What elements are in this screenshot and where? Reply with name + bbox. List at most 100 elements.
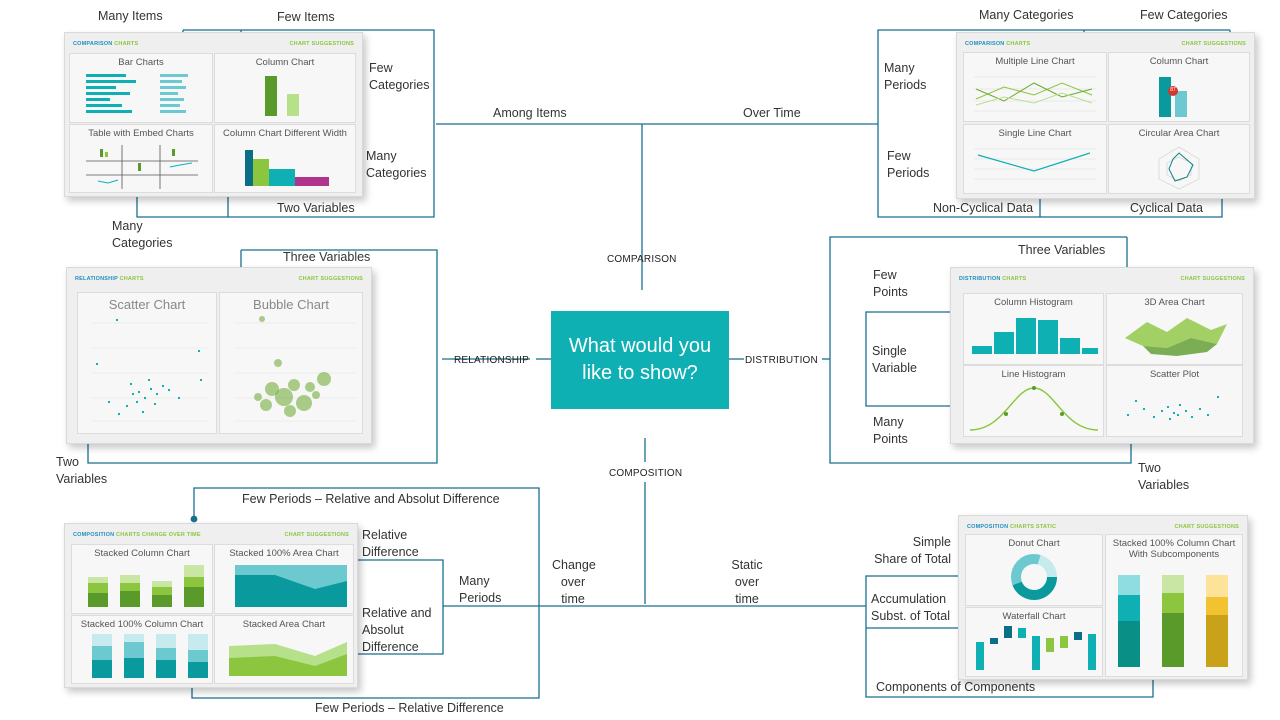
card-header-left-a: DISTRIBUTION (959, 276, 1003, 282)
label-few-categories-line-2: Categories (369, 78, 430, 92)
label-change-over-time: Change over time (552, 557, 596, 608)
card-header: DISTRIBUTION CHARTS CHART SUGGESTIONS (959, 276, 1245, 288)
waterfall-thumbnail (976, 626, 1096, 670)
card-header-left-a: COMPOSITION (967, 524, 1011, 530)
label-over-time: Over Time (743, 106, 801, 120)
card-comparison-items: COMPARISON CHARTS CHART SUGGESTIONS Bar … (64, 32, 363, 197)
label-few-periods-relative-absolute: Few Periods – Relative and Absolut Diffe… (242, 492, 500, 506)
panel-stacked-100-subcomponents: Stacked 100% Column Chart With Subcompon… (1105, 534, 1243, 677)
label-components-of-components: Components of Components (876, 680, 1036, 694)
circular-area-thumbnail (1158, 146, 1200, 190)
card-header-left: COMPOSITION CHARTS STATIC (967, 524, 1056, 530)
label-two-variables-distribution-line-2: Variables (1138, 478, 1190, 492)
label-relative-and-absolute-line-2: Absolut (362, 623, 404, 637)
card-header-right: CHART SUGGESTIONS (1174, 524, 1239, 530)
label-many-periods-composition-line-2: Periods (459, 591, 502, 605)
card-header: COMPOSITION CHARTS CHANGE OVER TIME CHAR… (73, 532, 349, 544)
card-header: COMPARISON CHARTS CHART SUGGESTIONS (965, 41, 1246, 53)
multiple-line-thumbnail (974, 76, 1096, 112)
label-among-items: Among Items (493, 106, 567, 120)
label-accumulation-line-2: Subst. of Total (871, 609, 950, 623)
card-header-left-b: CHARTS STATIC (1010, 524, 1057, 530)
panel-donut-chart: Donut Chart (965, 534, 1103, 606)
panel-title: Single Line Chart (998, 128, 1072, 139)
card-header-left: COMPARISON CHARTS (965, 41, 1030, 47)
label-simple-share-line-1: Simple (912, 535, 951, 549)
label-change-over-time-line-1: Change (552, 558, 596, 572)
card-distribution: DISTRIBUTION CHARTS CHART SUGGESTIONS Co… (950, 267, 1254, 444)
panel-bar-charts: Bar Charts (69, 53, 213, 123)
3d-area-thumbnail (1125, 318, 1227, 356)
card-header: COMPARISON CHARTS CHART SUGGESTIONS (73, 41, 354, 53)
label-many-categories-right: Many Categories (366, 148, 426, 182)
panel-title: Bar Charts (118, 57, 164, 68)
label-relative-difference-line-1: Relative (362, 528, 408, 542)
panel-single-line-chart: Single Line Chart (963, 124, 1107, 194)
label-many-periods-composition-line-1: Many (459, 574, 490, 588)
category-relationship: RELATIONSHIP (454, 355, 530, 366)
card-header-left: DISTRIBUTION CHARTS (959, 276, 1026, 282)
label-two-variables-distribution-line-1: Two (1138, 461, 1161, 475)
stacked-100-column-thumbnail (92, 634, 208, 678)
label-cyclical-data: Cyclical Data (1130, 201, 1203, 215)
category-comparison: COMPARISON (607, 254, 677, 265)
panel-title: Stacked Area Chart (242, 619, 326, 630)
card-header-left: RELATIONSHIP CHARTS (75, 276, 144, 282)
panel-title: Scatter Chart (108, 297, 186, 312)
card-header-left-a: COMPARISON (965, 41, 1007, 47)
label-many-items: Many Items (98, 9, 163, 23)
panel-title: Column Histogram (994, 297, 1073, 308)
label-few-periods-comparison-line-1: Few (887, 149, 911, 163)
card-header-left-a: RELATIONSHIP (75, 276, 120, 282)
card-header: RELATIONSHIP CHARTS CHART SUGGESTIONS (75, 276, 363, 288)
card-header-left-b: CHARTS (1006, 41, 1031, 47)
label-relative-and-absolute: Relative and Absolut Difference (362, 605, 432, 656)
label-accumulation-line-1: Accumulation (871, 592, 947, 606)
panel-stacked-100-area-chart: Stacked 100% Area Chart (214, 544, 354, 614)
card-header-right: CHART SUGGESTIONS (284, 532, 349, 538)
panel-column-histogram: Column Histogram (963, 293, 1104, 365)
card-header-left: COMPARISON CHARTS (73, 41, 138, 47)
panel-title-line-2: With Subcomponents (1128, 549, 1220, 560)
panel-title: Column Chart (1149, 56, 1209, 67)
scatter-plot-thumbnail (1127, 396, 1219, 420)
panel-title: Column Chart Different Width (223, 128, 347, 139)
card-header-right: CHART SUGGESTIONS (289, 41, 354, 47)
card-composition-static: COMPOSITION CHARTS STATIC CHART SUGGESTI… (958, 515, 1248, 680)
label-non-cyclical-data: Non-Cyclical Data (933, 201, 1034, 215)
panel-title: Multiple Line Chart (995, 56, 1075, 67)
label-three-variables-distribution: Three Variables (1018, 243, 1106, 257)
panel-stacked-area-chart: Stacked Area Chart (214, 615, 354, 684)
panel-title: Circular Area Chart (1138, 128, 1220, 139)
panel-title: Stacked Column Chart (94, 548, 190, 559)
label-static-over-time: Static over time (728, 557, 766, 608)
label-many-categories-bottom-line-2: Categories (112, 236, 173, 250)
card-header-left-b: CHARTS (114, 41, 139, 47)
card-header-left: COMPOSITION CHARTS CHANGE OVER TIME (73, 532, 201, 538)
label-two-variables-distribution: Two Variables (1138, 460, 1189, 494)
panel-line-histogram: Line Histogram (963, 365, 1104, 437)
label-few-periods-comparison-line-2: Periods (887, 166, 930, 180)
card-header-right: CHART SUGGESTIONS (298, 276, 363, 282)
label-many-categories-bottom-line-1: Many (112, 219, 143, 233)
label-few-points-line-2: Points (873, 285, 908, 299)
panel-title: Waterfall Chart (1002, 611, 1066, 622)
label-two-variables-comparison: Two Variables (277, 201, 355, 215)
label-change-over-time-line-3: time (561, 592, 585, 606)
label-simple-share-line-2: Share of Total (874, 552, 951, 566)
line-histogram-thumbnail (969, 386, 1099, 431)
panel-title: 3D Area Chart (1144, 297, 1205, 308)
category-composition: COMPOSITION (609, 468, 683, 479)
panel-stacked-100-column-chart: Stacked 100% Column Chart (71, 615, 213, 684)
stacked-area-thumbnail (229, 642, 347, 676)
category-distribution: DISTRIBUTION (745, 355, 818, 366)
scatter-thumbnail (92, 319, 208, 422)
label-two-variables-relationship-line-1: Two (56, 455, 79, 469)
panel-title: Column Chart (255, 57, 315, 68)
panel-circular-area-chart: Circular Area Chart (1108, 124, 1250, 194)
label-change-over-time-line-2: over (560, 575, 586, 589)
panel-scatter-chart: Scatter Chart (77, 292, 217, 434)
panel-title-line-1: Stacked 100% Column Chart (1112, 538, 1236, 549)
stacked-100-area-thumbnail (235, 565, 347, 607)
label-many-points-line-1: Many (873, 415, 904, 429)
